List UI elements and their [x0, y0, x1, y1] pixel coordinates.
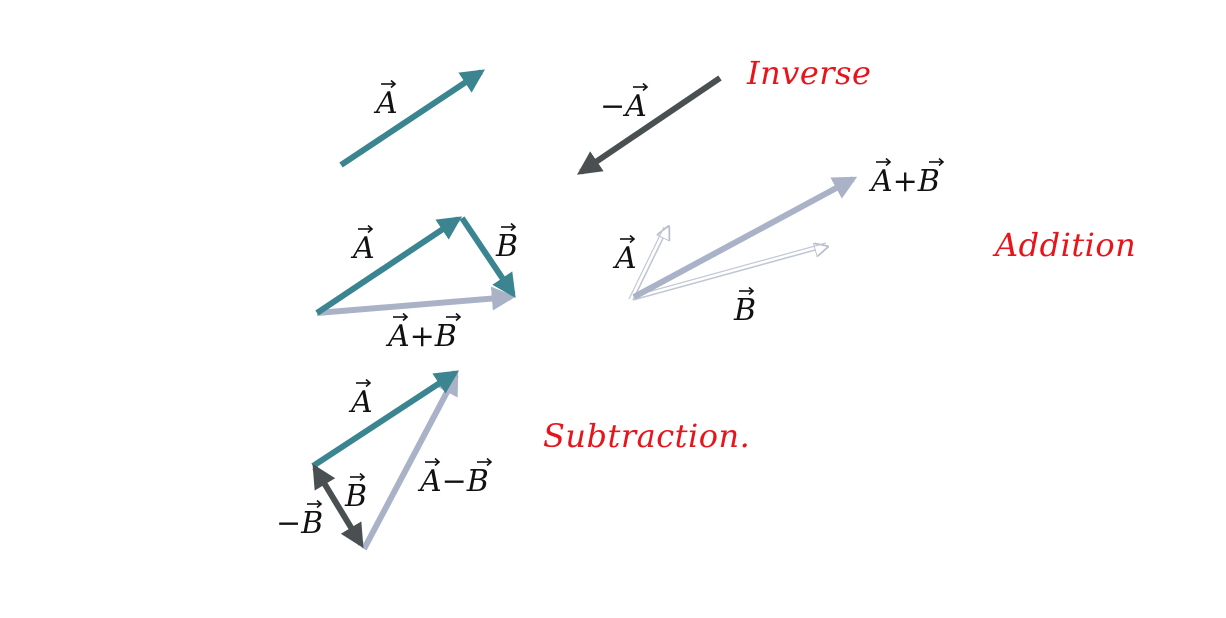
svg-text:−B: −B — [276, 506, 323, 541]
parallelogram-result-label: A+B — [868, 157, 944, 199]
svg-text:B: B — [344, 479, 367, 514]
subtraction-vector-b-label: B — [344, 472, 367, 514]
addition-section: A B A+B A B A+B Additi — [315, 157, 1136, 354]
svg-text:A: A — [350, 231, 375, 266]
addition-result-arrow — [316, 286, 516, 316]
svg-text:A+B: A+B — [868, 164, 940, 199]
svg-text:A+B: A+B — [385, 319, 457, 354]
addition-vector-b-arrow — [459, 216, 516, 298]
outline-vector-b-arrow-edge — [632, 242, 827, 297]
subtraction-result-label: A−B — [417, 457, 492, 499]
subtraction-neg-b-arrow — [312, 463, 364, 549]
inverse-section: A −A Inverse — [339, 54, 871, 175]
addition-vector-a-label: A — [350, 224, 375, 266]
vector-neg-a-arrow — [577, 75, 722, 175]
svg-text:B: B — [733, 293, 756, 328]
svg-text:−A: −A — [600, 89, 647, 124]
subtraction-result-arrow — [361, 370, 459, 551]
vector-neg-a-label: −A — [600, 82, 648, 124]
parallelogram-result-arrow — [632, 176, 858, 300]
subtraction-annotation: Subtraction. — [543, 417, 750, 455]
subtraction-vector-a-label: A — [348, 378, 373, 420]
addition-vector-a-arrow — [315, 216, 462, 316]
vector-a-label: A — [373, 79, 398, 121]
addition-result-label: A+B — [385, 312, 461, 354]
svg-text:A−B: A−B — [417, 464, 489, 499]
addition-vector-b-label: B — [495, 222, 518, 264]
outline-vector-a-arrow — [632, 228, 668, 301]
vector-a-arrow — [339, 69, 485, 168]
parallelogram-b-label: B — [733, 286, 756, 328]
svg-text:B: B — [495, 229, 518, 264]
addition-annotation: Addition — [992, 226, 1136, 264]
svg-text:A: A — [612, 241, 637, 276]
outline-vector-b-arrow — [632, 247, 826, 301]
subtraction-vector-a-arrow — [311, 370, 460, 469]
inverse-annotation: Inverse — [746, 54, 871, 92]
outline-vector-a-arrow-edge — [628, 226, 665, 300]
svg-text:A: A — [373, 86, 398, 121]
subtraction-section: A B −B A−B Subtraction. — [276, 370, 750, 551]
subtraction-neg-b-label: −B — [276, 499, 323, 541]
svg-text:A: A — [348, 385, 373, 420]
parallelogram-a-label: A — [612, 234, 637, 276]
